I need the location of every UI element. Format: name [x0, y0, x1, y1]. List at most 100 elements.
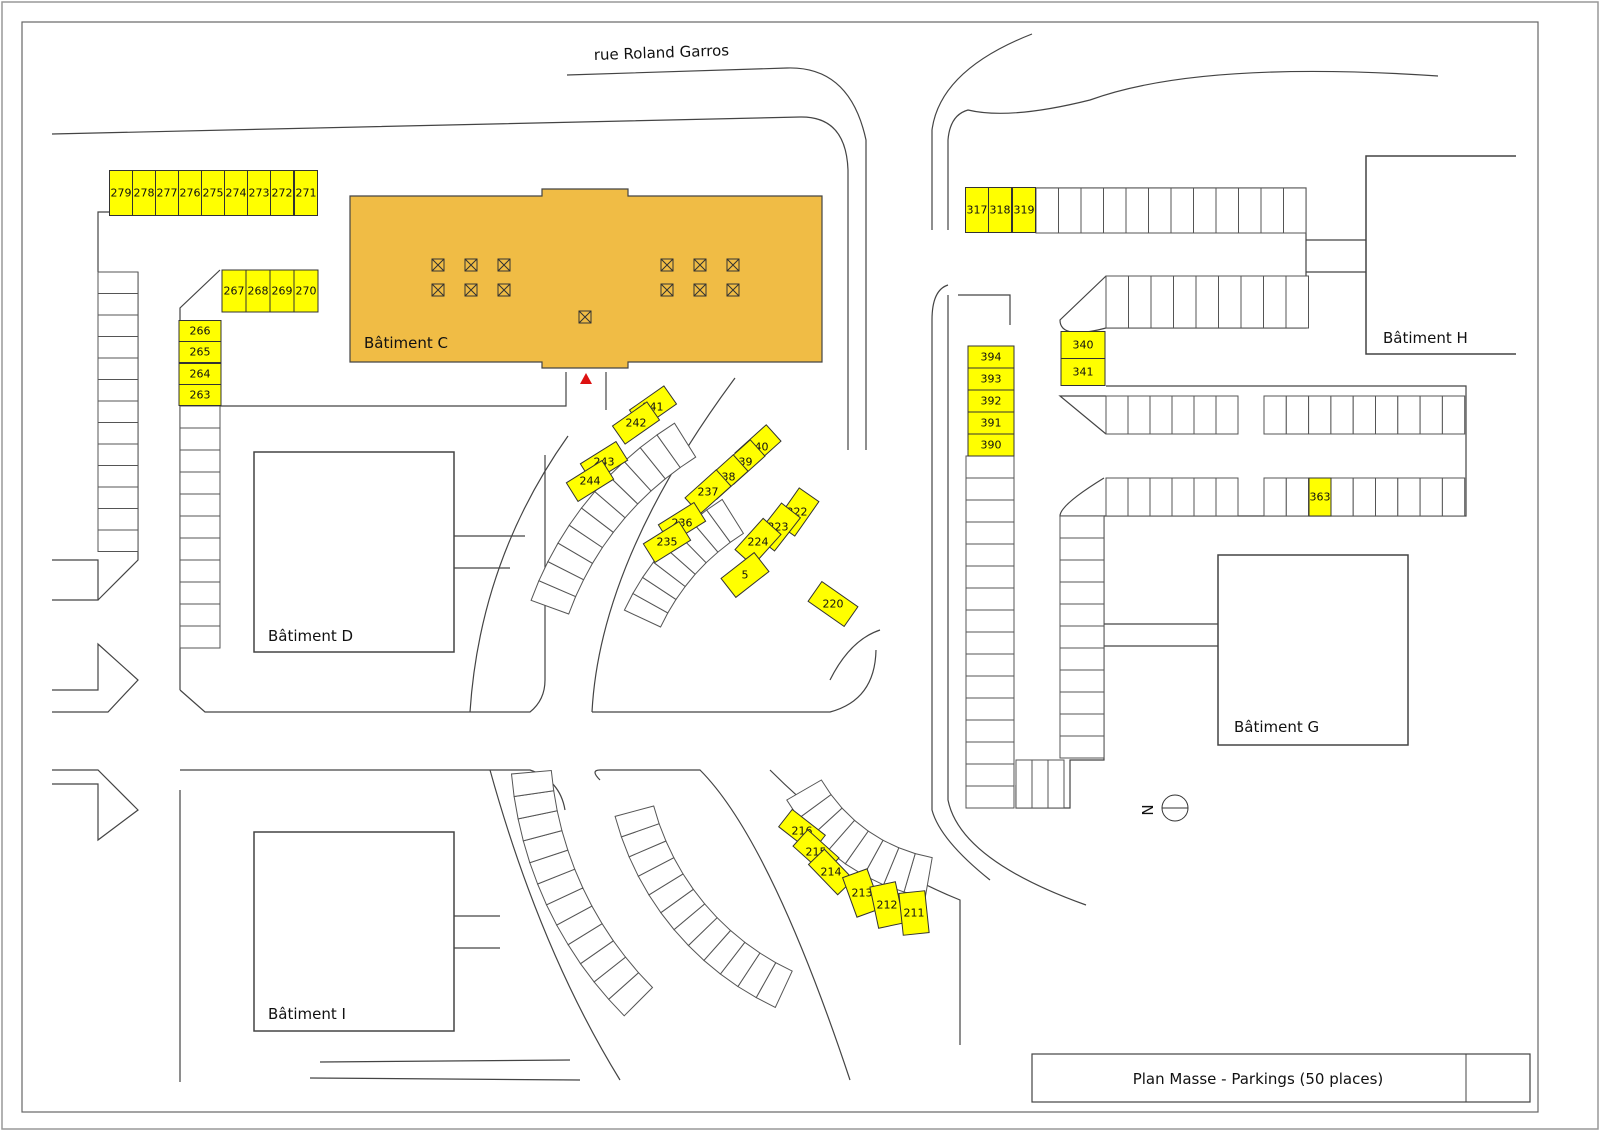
spot-number: 211 [904, 907, 925, 920]
spot-number: 276 [180, 187, 201, 200]
parking-spot-392[interactable]: 392 [967, 389, 1015, 413]
parking-stall [1193, 395, 1217, 435]
parking-stall [1148, 187, 1172, 234]
parking-stall [97, 400, 139, 423]
parking-stall [965, 631, 1015, 655]
parking-stall [1125, 187, 1149, 234]
parking-stall [1059, 647, 1105, 671]
spot-number: 317 [967, 204, 988, 217]
parking-spot-220[interactable]: 220 [807, 580, 859, 628]
parking-spot-265[interactable]: 265 [178, 341, 222, 363]
parking-spot-278[interactable]: 278 [132, 170, 156, 216]
parking-stall [179, 427, 221, 451]
spot-number: 237 [698, 486, 719, 499]
parking-stall [97, 379, 139, 402]
parking-spot-273[interactable]: 273 [247, 170, 271, 216]
parking-spot-276[interactable]: 276 [178, 170, 202, 216]
parking-spot-214[interactable]: 214 [807, 848, 855, 896]
building-h-label: Bâtiment H [1383, 329, 1468, 347]
parking-stall [179, 625, 221, 649]
parking-spot-275[interactable]: 275 [201, 170, 225, 216]
parking-stall [179, 405, 221, 429]
parking-stall [1171, 477, 1195, 517]
parking-stall [179, 493, 221, 517]
parking-spot-277[interactable]: 277 [155, 170, 179, 216]
parking-stall [1035, 187, 1059, 234]
spot-number: 391 [981, 417, 1002, 430]
parking-stall [1149, 395, 1173, 435]
parking-spot-390[interactable]: 390 [967, 433, 1015, 457]
parking-spot-267[interactable]: 267 [221, 269, 247, 313]
parking-spot-242[interactable]: 242 [611, 401, 661, 445]
building-c-label: Bâtiment C [364, 334, 448, 352]
parking-stall [1240, 275, 1264, 329]
parking-stall [1173, 275, 1197, 329]
building-h: Bâtiment H [1365, 155, 1516, 355]
parking-spot-264[interactable]: 264 [178, 363, 222, 385]
parking-stall [97, 422, 139, 445]
street-label: rue Roland Garros [594, 41, 730, 64]
parking-stall [1215, 187, 1239, 234]
parking-stall [179, 515, 221, 539]
spot-number: 278 [134, 187, 155, 200]
parking-spot-235[interactable]: 235 [642, 520, 692, 564]
parking-stall [1127, 477, 1151, 517]
parking-stall [1059, 691, 1105, 715]
north-arrow-icon: N [1139, 794, 1189, 822]
parking-spot-394[interactable]: 394 [967, 345, 1015, 369]
parking-stall [1059, 559, 1105, 583]
north-label: N [1139, 804, 1157, 815]
parking-spot-266[interactable]: 266 [178, 320, 222, 342]
parking-stall [179, 471, 221, 495]
parking-stall [656, 422, 697, 469]
parking-stall [1218, 275, 1242, 329]
parking-spot-268[interactable]: 268 [245, 269, 271, 313]
parking-stall [1375, 395, 1399, 435]
parking-spot-270[interactable]: 270 [293, 269, 319, 313]
parking-spot-274[interactable]: 274 [224, 170, 248, 216]
spot-number: 235 [657, 536, 678, 549]
parking-spot-244[interactable]: 244 [565, 459, 615, 503]
spot-number: 273 [249, 187, 270, 200]
parking-spot-319[interactable]: 319 [1012, 187, 1036, 233]
parking-spot-341[interactable]: 341 [1060, 358, 1106, 386]
parking-stall [1285, 395, 1310, 435]
parking-spot-211[interactable]: 211 [898, 890, 930, 936]
parking-spot-317[interactable]: 317 [965, 187, 989, 233]
spot-number: 341 [1073, 366, 1094, 379]
spot-number: 212 [877, 899, 898, 912]
spot-number: 220 [823, 598, 844, 611]
parking-spot-393[interactable]: 393 [967, 367, 1015, 391]
parking-spot-318[interactable]: 318 [988, 187, 1012, 233]
parking-stall [1193, 187, 1217, 234]
vent-icon [497, 258, 511, 272]
parking-stall [1047, 759, 1065, 809]
parking-spot-263[interactable]: 263 [178, 384, 222, 406]
parking-spot-5[interactable]: 5 [720, 551, 770, 599]
parking-stall [1238, 187, 1262, 234]
parking-stall [1015, 759, 1033, 809]
drawing-frame [21, 21, 1539, 1113]
parking-spot-224[interactable]: 224 [734, 517, 782, 567]
parking-stall [1263, 275, 1287, 329]
vent-icon [497, 283, 511, 297]
spot-number: 269 [272, 285, 293, 298]
spot-number: 363 [1310, 491, 1331, 504]
parking-stall [510, 769, 555, 798]
parking-stall [1352, 395, 1376, 435]
parking-spot-391[interactable]: 391 [967, 411, 1015, 435]
parking-stall [97, 293, 139, 316]
building-i-label: Bâtiment I [268, 1005, 346, 1023]
parking-spot-363[interactable]: 363 [1308, 477, 1332, 517]
parking-spot-272[interactable]: 272 [270, 170, 294, 216]
parking-spot-340[interactable]: 340 [1060, 331, 1106, 359]
parking-stall [1149, 477, 1173, 517]
parking-spot-271[interactable]: 271 [294, 170, 318, 216]
spot-number: 319 [1014, 204, 1035, 217]
parking-spot-269[interactable]: 269 [269, 269, 295, 313]
parking-spot-279[interactable]: 279 [109, 170, 133, 216]
spot-number: 277 [157, 187, 178, 200]
parking-stall [965, 477, 1015, 501]
building-i: Bâtiment I [253, 831, 455, 1032]
parking-stall [1150, 275, 1174, 329]
